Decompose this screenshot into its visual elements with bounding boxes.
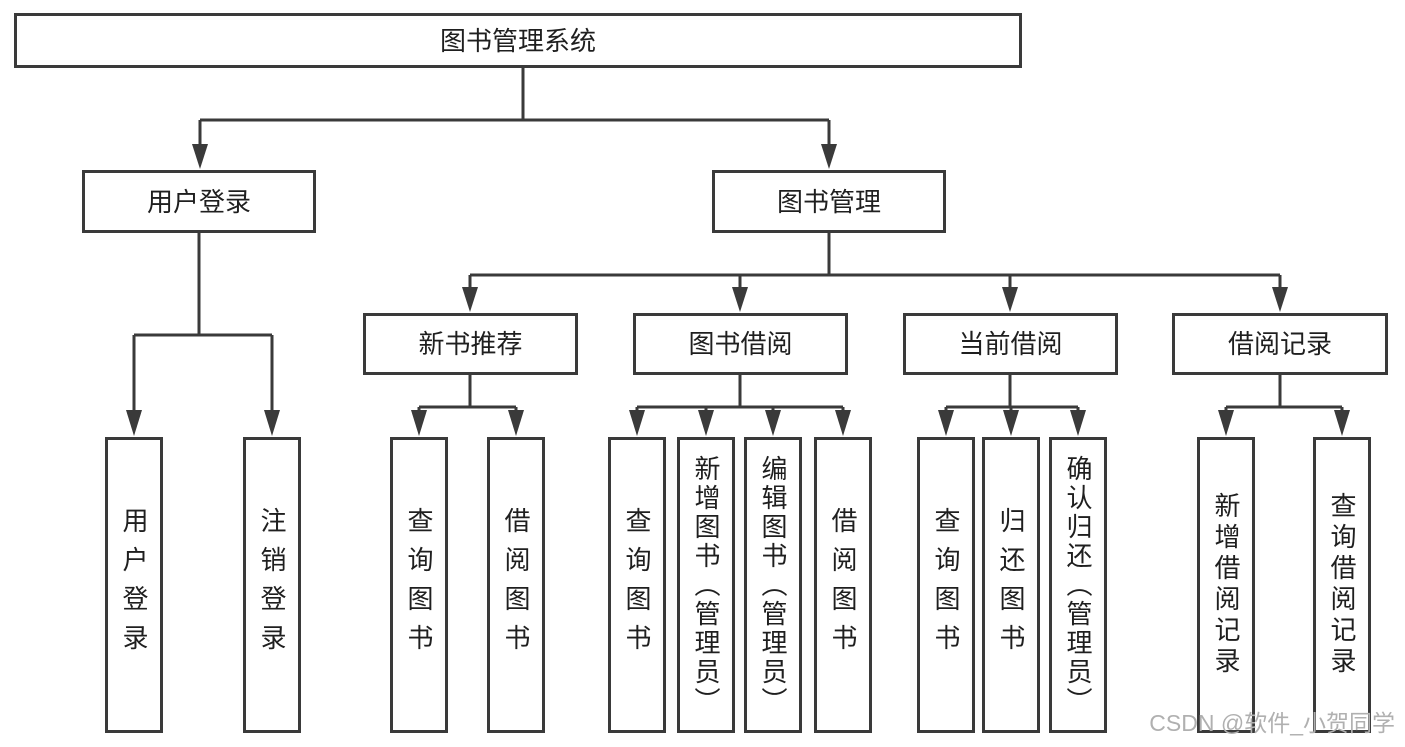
csdn-watermark: CSDN @软件_小贺同学 — [1149, 710, 1395, 736]
leaf-add-borrow-record: 新增借阅记录 — [1197, 437, 1255, 733]
node-new-book-recommend: 新书推荐 — [363, 313, 578, 375]
leaf-label: 查询图书 — [931, 507, 961, 663]
arrowheads — [126, 144, 1350, 436]
leaf-label: 注销登录 — [257, 507, 287, 663]
node-label: 图书管理 — [776, 186, 881, 217]
leaf-label: 归还图书 — [996, 507, 1026, 663]
leaf-label: 查询图书 — [404, 507, 434, 663]
leaf-label: 用户登录 — [119, 507, 149, 663]
leaf-return-books: 归还图书 — [982, 437, 1040, 733]
node-book-management-branch: 图书管理 — [712, 170, 946, 233]
leaf-confirm-return-admin: 确认归还（管理员） — [1049, 437, 1107, 733]
node-user-login-branch: 用户登录 — [82, 170, 316, 233]
connector-paths — [132, 68, 1344, 412]
leaf-label: 借阅图书 — [828, 507, 858, 663]
leaf-query-books-borrowing: 查询图书 — [608, 437, 666, 733]
node-borrowing-records: 借阅记录 — [1172, 313, 1388, 375]
node-label: 用户登录 — [146, 186, 251, 217]
leaf-label: 查询图书 — [622, 507, 652, 663]
node-label: 图书借阅 — [688, 329, 793, 359]
leaf-borrow-books: 借阅图书 — [814, 437, 872, 733]
leaf-query-borrow-record: 查询借阅记录 — [1313, 437, 1371, 733]
leaf-edit-books-admin: 编辑图书（管理员） — [744, 437, 802, 733]
leaf-borrow-books-recommend: 借阅图书 — [487, 437, 545, 733]
node-label: 图书管理系统 — [439, 25, 596, 56]
node-label: 当前借阅 — [958, 329, 1063, 359]
node-label: 新书推荐 — [418, 329, 523, 359]
leaf-user-login: 用户登录 — [105, 437, 163, 733]
leaf-label: 编辑图书（管理员） — [758, 454, 788, 716]
leaf-label: 新增借阅记录 — [1211, 492, 1241, 678]
leaf-query-books-current: 查询图书 — [917, 437, 975, 733]
leaf-label: 新增图书（管理员） — [691, 454, 721, 716]
leaf-query-books-recommend: 查询图书 — [390, 437, 448, 733]
leaf-label: 确认归还（管理员） — [1063, 454, 1093, 716]
node-label: 借阅记录 — [1227, 329, 1332, 359]
leaf-label: 查询借阅记录 — [1327, 492, 1357, 678]
node-root-library-system: 图书管理系统 — [14, 13, 1022, 68]
node-book-borrowing: 图书借阅 — [633, 313, 848, 375]
node-current-borrowing: 当前借阅 — [903, 313, 1118, 375]
leaf-add-books-admin: 新增图书（管理员） — [677, 437, 735, 733]
leaf-label: 借阅图书 — [501, 507, 531, 663]
leaf-logout: 注销登录 — [243, 437, 301, 733]
